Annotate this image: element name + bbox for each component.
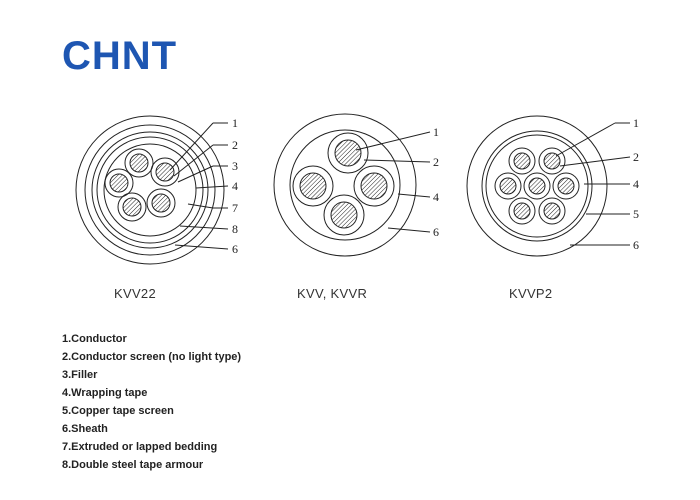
kvv-leader-lines: [355, 131, 431, 233]
legend-item: 1.Conductor: [62, 333, 127, 345]
kvvp2-callout: 6: [633, 238, 639, 252]
kvv22-outer-sheath: [75, 115, 225, 265]
kvvp2-callouts: 1 2 4 5 6: [633, 116, 639, 252]
component-legend: 1.Conductor 2.Conductor screen (no light…: [62, 330, 241, 474]
kvv22-callout: 7: [232, 201, 238, 215]
kvv22-conductor: [104, 168, 134, 198]
kvv-callout: 2: [433, 155, 439, 169]
kvv22-leader-lines: [169, 122, 229, 250]
kvvp2-conductor: [508, 147, 536, 175]
legend-item: 6.Sheath: [62, 423, 108, 435]
kvv22-callout: 6: [232, 242, 238, 256]
kvvp2-callout: 4: [633, 177, 639, 191]
legend-item: 5.Copper tape screen: [62, 405, 174, 417]
kvv22-conductor: [124, 148, 154, 178]
cable-kvv22: [75, 115, 229, 265]
kvv22-label: KVV22: [114, 286, 156, 301]
kvvp2-copper-screen: [481, 130, 593, 242]
kvvp2-leader-lines: [555, 122, 631, 246]
legend-item: 2.Conductor screen (no light type): [62, 351, 242, 363]
kvv-callout: 6: [433, 225, 439, 239]
kvv22-conductor: [117, 192, 147, 222]
kvv22-wrapping-tape: [103, 143, 197, 237]
kvv-wrapping-tape: [289, 129, 401, 241]
kvvp2-callout: 1: [633, 116, 639, 130]
kvvp2-conductor: [538, 147, 566, 175]
cable-kvvp2: [466, 115, 631, 257]
chnt-logo: CHNT: [62, 34, 178, 78]
kvvp2-conductor: [494, 172, 522, 200]
kvv-conductor: [327, 132, 369, 174]
kvv22-armour-outer: [84, 124, 216, 256]
legend-item: 3.Filler: [62, 369, 98, 381]
kvv-conductor: [292, 165, 334, 207]
kvv22-callout: 1: [232, 116, 238, 130]
legend-item: 4.Wrapping tape: [62, 387, 148, 399]
kvvp2-outer-sheath: [466, 115, 608, 257]
kvvp2-label: KVVP2: [509, 286, 553, 301]
kvv-kvvr-label: KVV, KVVR: [297, 286, 368, 301]
kvv-conductor: [323, 194, 365, 236]
kvv22-callout: 8: [232, 222, 238, 236]
kvvp2-callout: 5: [633, 207, 639, 221]
kvvp2-conductor: [552, 172, 580, 200]
kvvp2-conductor: [523, 172, 551, 200]
kvvp2-wrapping-tape: [485, 134, 589, 238]
kvvp2-conductor: [538, 197, 566, 225]
kvv22-callout: 3: [232, 159, 238, 173]
kvv-callouts: 1 2 4 6: [433, 125, 439, 239]
kvv22-conductor: [150, 157, 180, 187]
kvv-outer-sheath: [273, 113, 417, 257]
kvv22-callout: 2: [232, 138, 238, 152]
kvvp2-callout: 2: [633, 150, 639, 164]
legend-item: 7.Extruded or lapped bedding: [62, 441, 218, 453]
cable-kvv-kvvr: [273, 113, 431, 257]
kvvp2-conductor: [508, 197, 536, 225]
kvv-callout: 4: [433, 190, 439, 204]
kvv22-armour-inner: [91, 131, 209, 249]
kvv22-conductor: [146, 188, 176, 218]
kvv-conductor: [353, 165, 395, 207]
legend-item: 8.Double steel tape armour: [62, 459, 204, 471]
kvv-callout: 1: [433, 125, 439, 139]
kvv22-bedding: [96, 136, 204, 244]
kvv22-callouts: 1 2 3 4 7 8 6: [232, 116, 238, 256]
kvv22-callout: 4: [232, 179, 238, 193]
